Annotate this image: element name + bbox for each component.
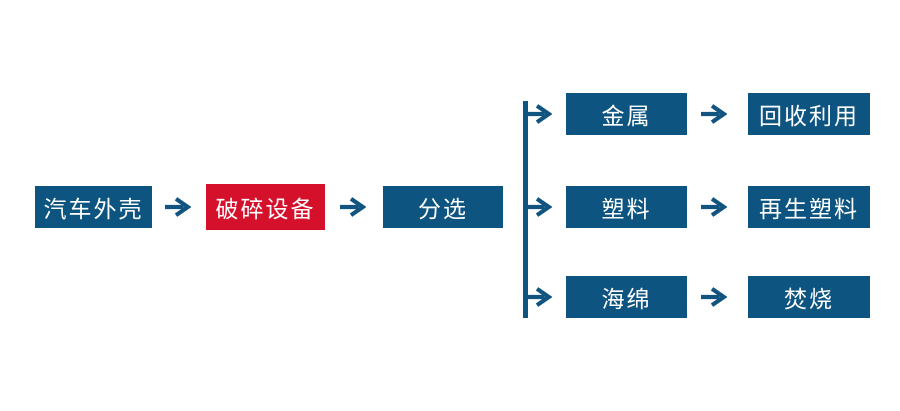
node-recycle-use: 回收利用: [748, 93, 870, 135]
arrow-right-icon: [526, 287, 552, 307]
node-incineration: 焚烧: [748, 276, 870, 318]
node-label: 回收利用: [759, 103, 859, 129]
node-label: 金属: [601, 103, 652, 129]
node-label: 焚烧: [784, 286, 834, 312]
arrow-right-icon: [526, 197, 552, 217]
node-label: 塑料: [601, 196, 652, 222]
node-label: 汽车外壳: [43, 196, 144, 222]
arrow-right-icon: [701, 197, 727, 217]
node-label: 分选: [418, 196, 468, 222]
node-label: 破碎设备: [215, 196, 316, 222]
branch-connector-line: [523, 101, 528, 318]
node-recycled-plastic: 再生塑料: [748, 186, 870, 228]
arrow-right-icon: [340, 197, 366, 217]
arrow-right-icon: [701, 287, 727, 307]
node-car-shell: 汽车外壳: [35, 186, 152, 228]
arrow-right-icon: [165, 197, 191, 217]
node-sponge: 海绵: [566, 276, 687, 318]
node-plastic: 塑料: [566, 186, 687, 228]
node-sorting: 分选: [383, 186, 503, 228]
node-crushing-equipment: 破碎设备: [206, 184, 325, 230]
arrow-right-icon: [701, 104, 727, 124]
node-metal: 金属: [566, 93, 687, 135]
node-label: 再生塑料: [759, 196, 859, 222]
node-label: 海绵: [601, 286, 652, 312]
arrow-right-icon: [526, 104, 552, 124]
